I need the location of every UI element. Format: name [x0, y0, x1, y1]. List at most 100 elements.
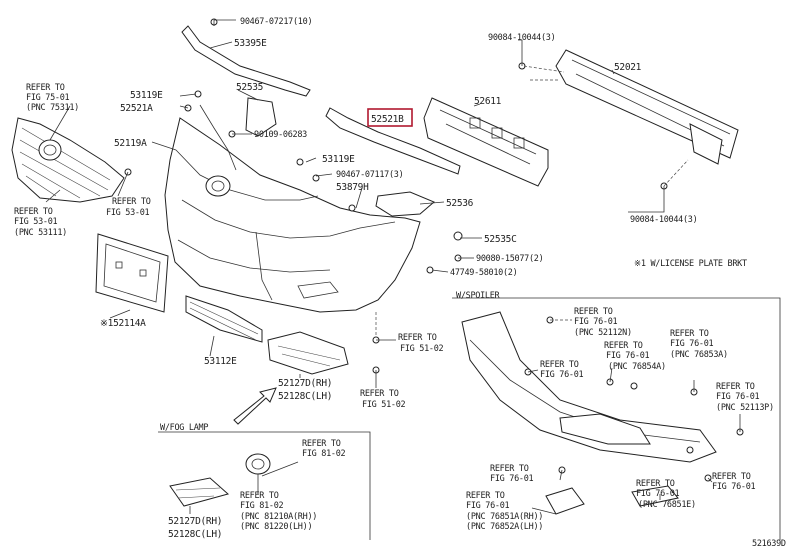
svg-text:REFER TO: REFER TO: [636, 479, 675, 489]
svg-text:FIG 76-01: FIG 76-01: [540, 370, 584, 380]
ref-fig-51-02-b: REFER TO FIG 51-02: [360, 389, 406, 410]
fog-section-border: [158, 431, 371, 540]
label-52127d-rh-fog: 52127D(RH): [168, 516, 222, 527]
bracket-52536-drawing: [375, 191, 435, 217]
label-52536: 52536: [446, 198, 474, 209]
ref-fig-53-01-a: REFER TO FIG 53-01: [106, 197, 151, 218]
label-90084-10044-3-bot: 90084-10044(3): [630, 215, 697, 225]
ref-pnc-76851a: REFER TO FIG 76-01 (PNC 76851A(RH)) (PNC…: [466, 491, 543, 532]
svg-text:(PNC 76852A(LH)): (PNC 76852A(LH)): [466, 522, 543, 532]
svg-text:REFER TO: REFER TO: [540, 360, 579, 370]
svg-text:(PNC 76851A(RH)): (PNC 76851A(RH)): [466, 512, 543, 522]
svg-text:(PNC 76854A): (PNC 76854A): [608, 362, 666, 372]
label-52021: 52021: [614, 62, 642, 73]
spoiler-section-border: [452, 297, 781, 540]
bumper-reinforcement-drawing: [555, 49, 739, 165]
label-52127d-rh: 52127D(RH): [278, 378, 332, 389]
label-53119e-b: 53119E: [322, 154, 355, 165]
label-53395e: 53395E: [234, 38, 267, 49]
svg-text:(PNC 76851E): (PNC 76851E): [638, 500, 696, 510]
svg-text:REFER TO: REFER TO: [398, 333, 437, 343]
retainer-52521b-drawing: [325, 107, 461, 175]
ref-fig-76-01-c: REFER TO FIG 76-01: [712, 472, 756, 492]
label-53119e-a: 53119E: [130, 90, 163, 101]
svg-text:REFER TO: REFER TO: [240, 491, 279, 501]
svg-text:FIG 81-02: FIG 81-02: [302, 449, 346, 459]
bracket-52535-drawing: [245, 97, 277, 137]
ref-fig-81-02-a: REFER TO FIG 81-02: [302, 439, 346, 459]
fog-lamp-drawing: [169, 453, 271, 507]
svg-text:FIG 76-01: FIG 76-01: [490, 474, 534, 484]
svg-text:FIG 76-01: FIG 76-01: [716, 392, 760, 402]
label-52521a: 52521A: [120, 103, 153, 114]
svg-text:FIG 53-01: FIG 53-01: [14, 217, 58, 227]
label-90080-15077-2: 90080-15077(2): [476, 254, 543, 264]
svg-text:FIG 76-01: FIG 76-01: [636, 489, 680, 499]
svg-text:FIG 76-01: FIG 76-01: [712, 482, 756, 492]
svg-text:FIG 76-01: FIG 76-01: [670, 339, 714, 349]
upper-seal-drawing: [181, 25, 311, 97]
svg-text:(PNC 52112N): (PNC 52112N): [574, 328, 632, 338]
svg-text:FIG 76-01: FIG 76-01: [466, 501, 510, 511]
svg-text:(PNC 52113P): (PNC 52113P): [716, 403, 774, 413]
label-53112e: 53112E: [204, 356, 237, 367]
label-52119a: 52119A: [114, 138, 147, 149]
fog-arrow: [233, 387, 277, 425]
part-labels: 90467-07217(10) 53395E 53119E 52521A 525…: [100, 17, 786, 549]
label-52535: 52535: [236, 82, 263, 93]
ref-fig-51-02-a: REFER TO FIG 51-02: [398, 333, 444, 354]
note-license-bracket: ※1 W/LICENSE PLATE BRKT: [634, 259, 747, 269]
highlighted-part-box: [367, 108, 413, 127]
bumper-cover-drawing: [164, 104, 421, 313]
svg-text:(PNC 53111): (PNC 53111): [14, 228, 67, 238]
label-47749-58010-2: 47749-58010(2): [450, 268, 517, 278]
svg-text:REFER TO: REFER TO: [574, 307, 613, 317]
ref-pnc-76853a: REFER TO FIG 76-01 (PNC 76853A): [670, 329, 728, 360]
ref-pnc-76854a: REFER TO FIG 76-01 (PNC 76854A): [604, 341, 666, 372]
svg-text:REFER TO: REFER TO: [112, 197, 151, 207]
svg-text:FIG 75-01: FIG 75-01: [26, 93, 70, 103]
leader-lines: [45, 19, 741, 515]
refer-notes: REFER TO FIG 75-01 (PNC 75311) REFER TO …: [14, 83, 774, 532]
note-fog-section: W/FOG LAMP: [160, 423, 208, 433]
label-52521b: 52521B: [371, 114, 404, 125]
image-code: 521639D: [752, 539, 786, 549]
svg-text:FIG 51-02: FIG 51-02: [400, 344, 444, 354]
label-53879h: 53879H: [336, 182, 369, 193]
ref-fig-75-01: REFER TO FIG 75-01 (PNC 75311): [26, 83, 79, 113]
license-plate-bracket-drawing: [95, 233, 169, 313]
svg-text:REFER TO: REFER TO: [360, 389, 399, 399]
lower-grille-drawing: [185, 295, 263, 343]
svg-text:FIG 51-02: FIG 51-02: [362, 400, 406, 410]
svg-text:REFER TO: REFER TO: [604, 341, 643, 351]
svg-text:REFER TO: REFER TO: [14, 207, 53, 217]
svg-text:(PNC 75311): (PNC 75311): [26, 103, 79, 113]
note-spoiler-section: W/SPOILER: [456, 291, 501, 301]
label-52114a: ※152114A: [100, 318, 146, 329]
ref-pnc-52113p: REFER TO FIG 76-01 (PNC 52113P): [716, 382, 774, 413]
ref-fig-53-01-b: REFER TO FIG 53-01 (PNC 53111): [14, 207, 67, 238]
svg-text:(PNC 81220(LH)): (PNC 81220(LH)): [240, 522, 312, 532]
energy-absorber-drawing: [423, 97, 549, 187]
ref-pnc-81210a: REFER TO FIG 81-02 (PNC 81210A(RH)) (PNC…: [240, 491, 317, 532]
svg-text:FIG 53-01: FIG 53-01: [106, 208, 150, 218]
svg-text:(PNC 76853A): (PNC 76853A): [670, 350, 728, 360]
svg-text:REFER TO: REFER TO: [466, 491, 505, 501]
label-52611: 52611: [474, 96, 502, 107]
svg-text:REFER TO: REFER TO: [26, 83, 65, 93]
svg-text:FIG 81-02: FIG 81-02: [240, 501, 284, 511]
side-cover-drawing: [267, 331, 349, 375]
label-90467-07217-10: 90467-07217(10): [240, 17, 312, 27]
label-52535c: 52535C: [484, 234, 517, 245]
svg-text:REFER TO: REFER TO: [712, 472, 751, 482]
ref-fig-76-01-b: REFER TO FIG 76-01: [490, 464, 534, 484]
svg-text:REFER TO: REFER TO: [670, 329, 709, 339]
radiator-grille-drawing: [11, 117, 125, 203]
svg-text:FIG 76-01: FIG 76-01: [574, 317, 618, 327]
svg-text:REFER TO: REFER TO: [716, 382, 755, 392]
ref-fig-76-01-a: REFER TO FIG 76-01: [540, 360, 584, 380]
ref-pnc-76851e: REFER TO FIG 76-01 (PNC 76851E): [636, 479, 696, 510]
label-90109-06283: 90109-06283: [254, 130, 307, 140]
